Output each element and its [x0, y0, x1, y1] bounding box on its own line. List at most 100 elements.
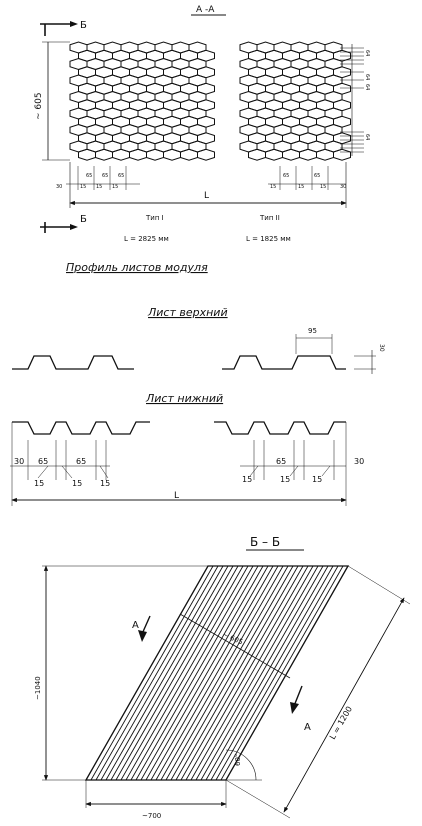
- dim-605-label: ~ 605: [221, 631, 244, 647]
- profile-left-dim-4: 15: [72, 479, 82, 488]
- rib-line: [185, 566, 309, 780]
- ribbed-panel-parallelogram: [84, 565, 350, 781]
- aa-left-dim-0: 30: [56, 184, 62, 190]
- aa-right-dim-5: 30: [340, 184, 346, 190]
- profile-dim-lines: [10, 422, 347, 506]
- profile-right-dim-0: 15: [242, 475, 252, 484]
- rib-line: [120, 566, 244, 780]
- dim-1040: [42, 565, 208, 781]
- aa-left-dim-3: 15: [96, 184, 102, 190]
- right-pitch-dims: [340, 44, 364, 156]
- rib-line: [135, 566, 259, 780]
- angle-label: 60°: [234, 754, 242, 766]
- profile-right-dim-2: 15: [280, 475, 290, 484]
- dim-95: [295, 334, 333, 354]
- profile-right-dim-1: 65: [276, 457, 286, 466]
- honeycomb-cell: [129, 148, 147, 161]
- dim-95-label: 95: [308, 327, 317, 335]
- section-arrow-b-bottom: [40, 222, 78, 233]
- honeycomb-panel-right: [239, 41, 351, 161]
- section-arrow-a-label-bottom: А: [304, 722, 311, 733]
- type1-label: Тип I: [145, 214, 164, 222]
- profile-left-dim-2: 65: [76, 457, 86, 466]
- rib-line: [90, 566, 214, 780]
- rib-line: [105, 566, 229, 780]
- profile-title: Профиль листов модуля: [66, 261, 208, 274]
- rib-line: [95, 566, 219, 780]
- rib-line: [160, 566, 284, 780]
- rib-line: [200, 566, 324, 780]
- type1-length: L = 2825 мм: [124, 235, 169, 243]
- rib-line: [140, 566, 264, 780]
- rib-line: [215, 566, 339, 780]
- honeycomb-cell: [146, 148, 164, 161]
- rib-line: [175, 566, 299, 780]
- honeycomb-cell: [163, 148, 181, 161]
- rib-line: [205, 566, 329, 780]
- profile-left-dim-0: 30: [14, 457, 24, 466]
- right-pitch-label-2: 64: [364, 74, 370, 80]
- rib-line: [125, 566, 249, 780]
- honeycomb-cell: [95, 148, 113, 161]
- dim-605-line: [179, 613, 291, 679]
- honeycomb-panel-left: [69, 41, 215, 161]
- dim-1200: [225, 565, 411, 819]
- dim-700-label: ~700: [142, 812, 161, 820]
- rib-line: [210, 566, 334, 780]
- honeycomb-cell: [112, 148, 130, 161]
- profile-length-label: L: [174, 491, 179, 501]
- angle-arc: [225, 749, 257, 781]
- upper-profile-right: [222, 355, 346, 370]
- rib-line: [170, 566, 294, 780]
- aa-bottom-dims: [66, 162, 347, 208]
- aa-right-dim-1: 65: [283, 173, 289, 179]
- honeycomb-cell: [248, 148, 266, 161]
- rib-line: [165, 566, 289, 780]
- dim-30-vertical: [354, 350, 376, 374]
- lower-profile-left: [12, 421, 150, 435]
- rib-line: [190, 566, 314, 780]
- lower-profile-right: [214, 421, 346, 435]
- aa-right-dim-3: 65: [314, 173, 320, 179]
- upper-profile-left: [12, 355, 134, 370]
- aa-left-dim-1: 15: [80, 184, 86, 190]
- profile-left-dim-3: 15: [34, 479, 44, 488]
- section-aa-title: А -А: [196, 5, 215, 15]
- right-pitch-label-1: 64: [364, 50, 370, 56]
- dim-700: [85, 780, 227, 808]
- profile-left-dim-5: 15: [100, 479, 110, 488]
- profile-right-dim-3: 15: [312, 475, 322, 484]
- honeycomb-cell: [78, 148, 96, 161]
- right-pitch-label-3: 64: [364, 84, 370, 90]
- rib-line: [110, 566, 234, 780]
- rib-line: [155, 566, 279, 780]
- profile-right-dim-4: 30: [354, 457, 364, 466]
- type2-label: Тип II: [259, 214, 280, 222]
- aa-right-dim-2: 15: [298, 184, 304, 190]
- section-arrow-b-label-bottom: Б: [80, 214, 87, 225]
- section-arrow-a-bottom: [290, 685, 303, 714]
- honeycomb-cell: [180, 148, 198, 161]
- rib-line: [130, 566, 254, 780]
- type2-length: L = 1825 мм: [246, 235, 291, 243]
- section-bb-title: Б – Б: [250, 535, 280, 549]
- honeycomb-cell: [197, 148, 215, 161]
- dim-height-605: [42, 41, 70, 161]
- rib-line: [150, 566, 274, 780]
- honeycomb-cell: [333, 148, 351, 161]
- honeycomb-cell: [282, 148, 300, 161]
- aa-left-dim-4: 65: [102, 173, 108, 179]
- honeycomb-cell: [316, 148, 334, 161]
- dim-1040-label: ~1040: [34, 676, 42, 700]
- section-arrow-b-top: [40, 21, 78, 36]
- aa-left-dim-6: 65: [118, 173, 124, 179]
- rib-line: [115, 566, 239, 780]
- honeycomb-cell: [299, 148, 317, 161]
- rib-line: [145, 566, 269, 780]
- aa-length-label: L: [204, 191, 209, 201]
- dim-30-vertical-label: 30: [378, 344, 385, 352]
- profile-left-dim-1: 65: [38, 457, 48, 466]
- honeycomb-cell: [265, 148, 283, 161]
- section-arrow-b-label-top: Б: [80, 20, 87, 31]
